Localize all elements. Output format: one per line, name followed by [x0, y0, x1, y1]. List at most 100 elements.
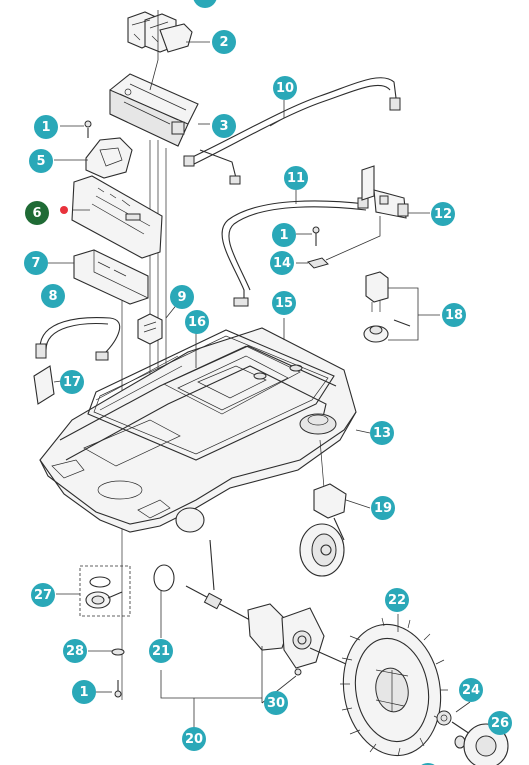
part-15-wire-loop [87, 329, 335, 461]
callout-number: 20 [185, 732, 203, 747]
callout-circle [370, 421, 394, 445]
callout-1: 1 [72, 680, 96, 704]
callout-number: 11 [287, 171, 305, 186]
callout-number: 17 [63, 375, 81, 390]
chassis-body [39, 327, 357, 533]
part-19-caster [299, 439, 347, 577]
part-10-cable [183, 77, 401, 185]
callout-number: 9 [177, 290, 186, 305]
callout-circle [149, 639, 173, 663]
callout-number: 21 [152, 644, 170, 659]
callout-circle [193, 0, 217, 8]
callout-circle [24, 251, 48, 275]
callout-number: 22 [388, 593, 406, 608]
part-5-bracket [84, 120, 133, 179]
part-22-wheel [340, 617, 448, 757]
callout-circle [25, 201, 49, 225]
callout-circle [459, 678, 483, 702]
part-24-washer [436, 710, 452, 726]
callout-6: 6 [25, 201, 49, 225]
callout-28: 28 [63, 639, 87, 663]
callout-circle [212, 30, 236, 54]
callout-5: 5 [29, 149, 53, 173]
callout-13: 13 [370, 421, 394, 445]
callout-18: 18 [442, 303, 466, 327]
callout-circle [170, 285, 194, 309]
callout-number: 8 [48, 289, 57, 304]
callout-circle [41, 284, 65, 308]
callout-30: 30 [264, 691, 288, 715]
callout-15: 15 [272, 291, 296, 315]
leader-lines [48, 10, 499, 740]
callout-number: 7 [31, 256, 40, 271]
callout-circle [60, 370, 84, 394]
callout-circle [29, 149, 53, 173]
callout-24: 24 [459, 678, 483, 702]
part-2-clips [127, 11, 193, 53]
callout-9: 9 [170, 285, 194, 309]
part-3-module [109, 73, 199, 147]
part-12-board [361, 165, 409, 219]
callout-circle [488, 711, 512, 735]
highlight-dot [60, 206, 68, 214]
callout-number: 18 [445, 308, 463, 323]
callout-circle [284, 166, 308, 190]
callout-2: 2 [212, 30, 236, 54]
callout-1: 1 [272, 223, 296, 247]
callout-circle [72, 680, 96, 704]
part-6-circuit-board [71, 175, 163, 259]
callout-circle [272, 291, 296, 315]
callout-number: 3 [219, 119, 228, 134]
callout-3: 3 [212, 114, 236, 138]
callout-8: 8 [41, 284, 65, 308]
callout-number: 27 [34, 588, 52, 603]
callout-circle [63, 639, 87, 663]
callout-circle [31, 583, 55, 607]
callout-number: 16 [188, 315, 206, 330]
callout-circle [212, 114, 236, 138]
callout-circle [273, 76, 297, 100]
callout-circle [34, 115, 58, 139]
callout-21: 21 [149, 639, 173, 663]
part-9-connector [137, 313, 163, 345]
callout-circle [385, 588, 409, 612]
callout-20: 20 [182, 727, 206, 751]
callout-number: 10 [276, 81, 294, 96]
callout-circle [442, 303, 466, 327]
part-30-motor [175, 507, 347, 676]
callout-circle [371, 496, 395, 520]
callout-number: 15 [275, 296, 293, 311]
partial-callout-top [193, 0, 217, 8]
callout-circle [431, 202, 455, 226]
callout-number: 1 [79, 685, 88, 700]
callout-number: 2 [219, 35, 228, 50]
callout-10: 10 [273, 76, 297, 100]
callout-circle [272, 223, 296, 247]
part-11-cable [221, 197, 369, 307]
callout-number: 19 [374, 501, 392, 516]
callout-16: 16 [185, 310, 209, 334]
callout-number: 14 [273, 256, 291, 271]
callout-number: 6 [32, 206, 41, 221]
part-18-sensor [363, 271, 411, 343]
part-8-cable [35, 317, 121, 361]
callout-number: 30 [267, 696, 285, 711]
part-21-o-ring [153, 564, 175, 592]
callout-27: 27 [31, 583, 55, 607]
part-7-foam [73, 249, 149, 305]
part-17-plate [33, 365, 55, 405]
callout-number: 1 [279, 228, 288, 243]
callout-circle [264, 691, 288, 715]
callout-number: 24 [462, 683, 480, 698]
part-27-group [79, 565, 131, 617]
callout-number: 26 [491, 716, 509, 731]
callout-1: 1 [34, 115, 58, 139]
callout-17: 17 [60, 370, 84, 394]
callout-12: 12 [431, 202, 455, 226]
callout-number: 28 [66, 644, 84, 659]
callout-number: 5 [36, 154, 45, 169]
callout-19: 19 [371, 496, 395, 520]
callout-26: 26 [488, 711, 512, 735]
